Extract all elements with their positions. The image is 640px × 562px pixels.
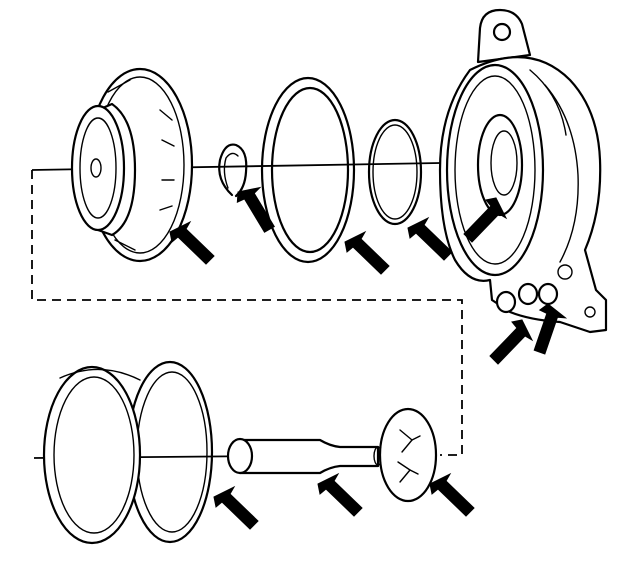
arrow-piston-cup	[169, 221, 215, 265]
arrow-shaft-pin	[317, 473, 363, 517]
arrow-large-seal-ring	[344, 231, 390, 275]
arrow-housing-hole-left	[489, 319, 533, 365]
pump-housing	[438, 8, 608, 334]
housing-mounting-holes	[495, 282, 559, 314]
arrow-snap-ring	[229, 181, 284, 235]
lower-seal-ring-front	[42, 365, 142, 545]
piston-cup	[70, 67, 194, 263]
small-o-ring	[367, 118, 423, 226]
arrow-lower-seal-ring	[213, 486, 259, 530]
snap-ring	[218, 143, 248, 198]
shaft-pin	[226, 437, 383, 475]
large-seal-ring	[260, 76, 356, 264]
arrow-slotted-disc	[429, 473, 475, 517]
assembly-guide-line	[31, 170, 463, 456]
slotted-disc	[378, 407, 438, 503]
